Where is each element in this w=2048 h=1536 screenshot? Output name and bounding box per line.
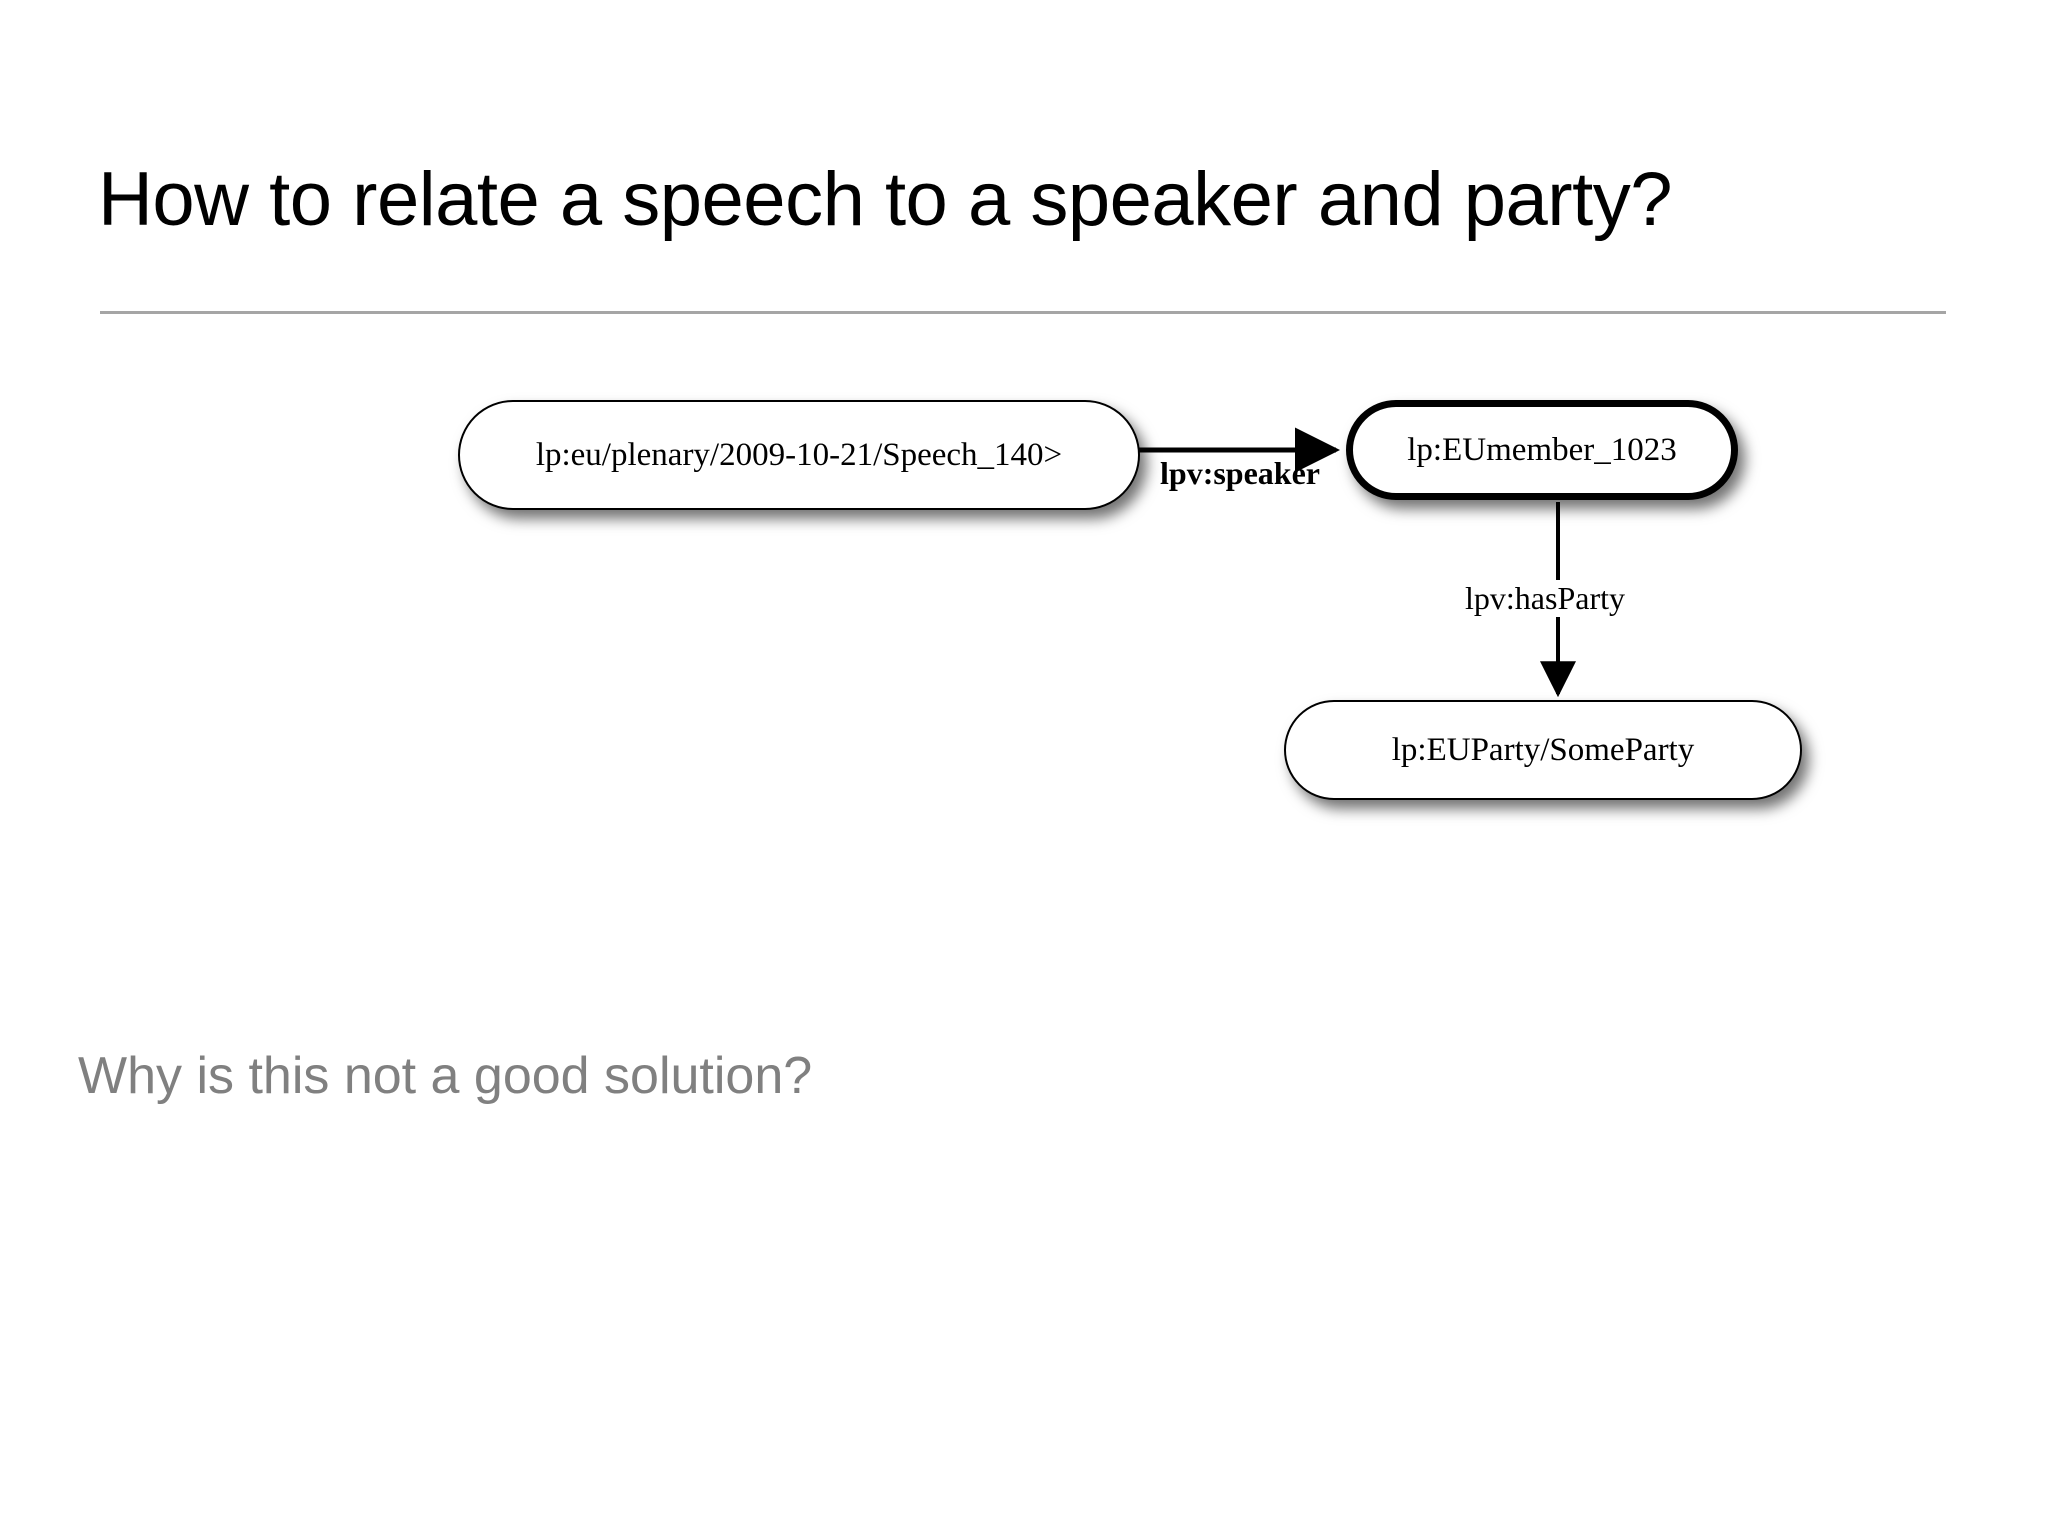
page-title: How to relate a speech to a speaker and … xyxy=(98,157,1672,242)
title-divider xyxy=(100,311,1946,314)
graph-node-speech[interactable]: lp:eu/plenary/2009-10-21/Speech_140> xyxy=(458,400,1140,510)
edge-label-hasparty: lpv:hasParty xyxy=(1459,580,1631,617)
graph-node-party-label: lp:EUParty/SomeParty xyxy=(1391,731,1695,768)
graph-node-member-label: lp:EUmember_1023 xyxy=(1407,431,1677,468)
graph-node-speech-label: lp:eu/plenary/2009-10-21/Speech_140> xyxy=(535,436,1063,473)
graph-node-party[interactable]: lp:EUParty/SomeParty xyxy=(1284,700,1802,800)
graph-node-member[interactable]: lp:EUmember_1023 xyxy=(1346,400,1738,500)
bottom-question-text: Why is this not a good solution? xyxy=(78,1047,813,1105)
edge-label-speaker: lpv:speaker xyxy=(1160,455,1320,491)
